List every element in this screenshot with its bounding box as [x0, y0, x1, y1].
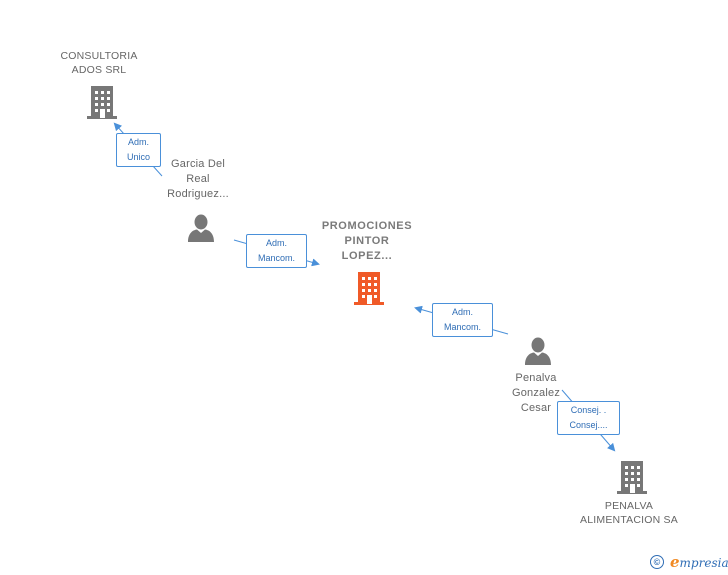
node-label-line: ADOS SRL	[71, 64, 127, 76]
node-label-line: PINTOR	[344, 235, 390, 247]
node-label-promociones[interactable]: PROMOCIONES PINTOR LOPEZ...	[312, 219, 422, 264]
node-label-line: PENALVA	[604, 500, 654, 512]
edge-role-line: Mancom.	[443, 322, 481, 332]
node-label-line: Garcia Del	[171, 158, 225, 170]
node-label-line: Cesar	[520, 402, 552, 414]
edge-role-line: Consej. .	[570, 405, 607, 415]
building-icon[interactable]	[352, 270, 386, 306]
brand-logo: empresia	[670, 553, 728, 571]
copyright-icon: ©	[650, 555, 664, 569]
brand-name-rest: mpresia	[679, 556, 728, 570]
edge-role-line: Adm.	[265, 238, 287, 248]
node-label-line: Penalva	[515, 372, 557, 384]
edge-role-line: Adm.	[127, 137, 149, 147]
node-label-line: ALIMENTACION SA	[580, 514, 678, 526]
edge-role-box[interactable]: Consej. . Consej....	[557, 401, 620, 435]
edge-role-box[interactable]: Adm. Mancom.	[432, 303, 493, 337]
edge-role-line: Mancom.	[257, 253, 295, 263]
node-label-line: PROMOCIONES	[321, 220, 413, 232]
node-label-line: Rodriguez...	[167, 188, 229, 200]
node-label-line: CONSULTORIA	[60, 50, 138, 62]
brand-initial: e	[670, 553, 680, 571]
node-label-penalva-company[interactable]: PENALVA ALIMENTACION SA	[566, 499, 692, 527]
node-label-penalva-person[interactable]: Penalva Gonzalez Cesar	[486, 371, 586, 416]
person-icon[interactable]	[186, 213, 216, 243]
building-icon[interactable]	[615, 459, 649, 495]
node-label-line: Gonzalez	[511, 387, 561, 399]
node-label-garcia[interactable]: Garcia Del Real Rodriguez...	[148, 157, 248, 202]
node-label-line: LOPEZ...	[341, 250, 393, 262]
edge-role-line: Adm.	[451, 307, 473, 317]
building-icon[interactable]	[85, 84, 119, 120]
edge-role-box[interactable]: Adm. Unico	[116, 133, 161, 167]
person-icon[interactable]	[523, 336, 553, 366]
edge-role-line: Consej....	[569, 420, 608, 430]
node-label-line: Real	[186, 173, 210, 185]
edge-role-line: Unico	[126, 152, 150, 162]
node-label-consultoria[interactable]: CONSULTORIA ADOS SRL	[44, 49, 154, 77]
edge-role-box[interactable]: Adm. Mancom.	[246, 234, 307, 268]
